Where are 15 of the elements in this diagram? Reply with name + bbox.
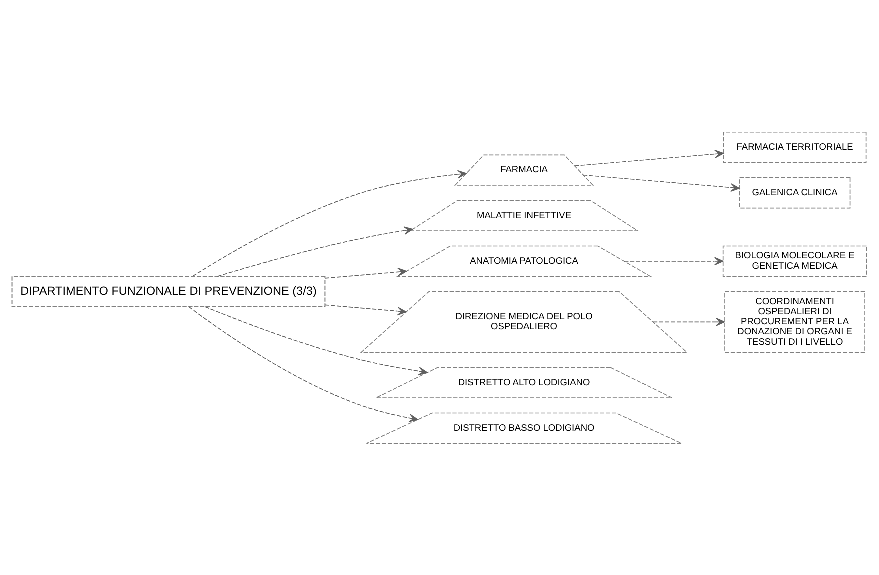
arrow [652,317,726,326]
arrow [324,304,407,316]
arrow [583,174,740,192]
node-box: FARMACIA TERRITORIALE [723,131,867,163]
arrow [192,170,467,276]
node-box: DIPARTIMENTO FUNZIONALE DI PREVENZIONE (3/3) [12,276,326,307]
arrow [324,267,408,278]
arrow [624,256,724,266]
arrow [188,306,418,422]
node-box: GALENICA CLINICA [739,177,851,208]
node-box: BIOLOGIA MOLECOLARE E GENETICA MEDICA [722,245,868,277]
arrow [574,150,724,166]
arrow [204,306,428,376]
node-box: COORDINAMENTI OSPEDALIERI DI PROCUREMENT PER LA DONAZIONE DI ORGANI E TESSUTI DI I LIVELLO [724,290,866,352]
arrow [217,226,414,277]
